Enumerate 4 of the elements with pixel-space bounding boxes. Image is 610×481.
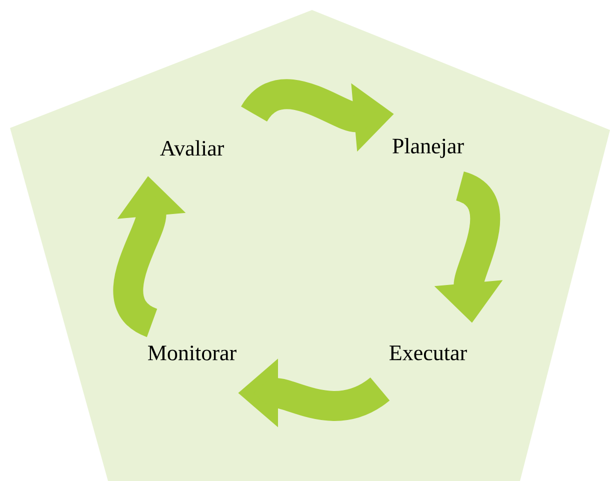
step-label: Planejar <box>392 138 464 158</box>
step-label: Avaliar <box>160 140 224 156</box>
step-label: Executar <box>390 346 467 360</box>
step-label: Monitorar <box>148 346 236 360</box>
